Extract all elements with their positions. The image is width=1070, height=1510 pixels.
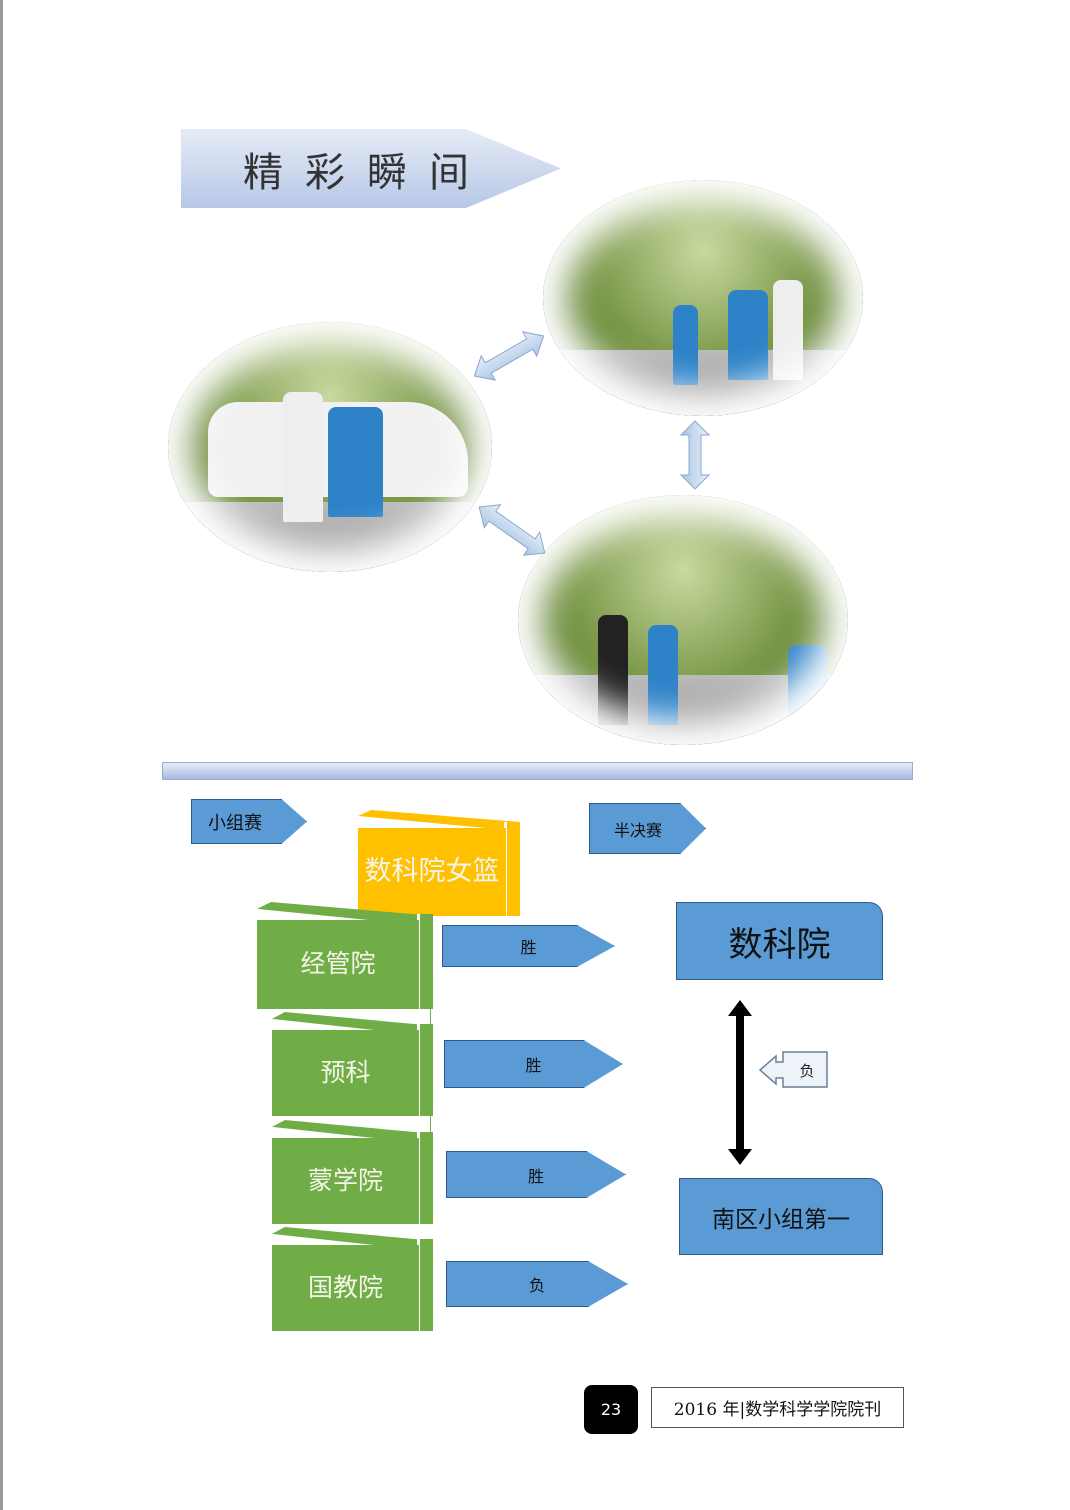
result-arrow: 胜 xyxy=(444,1040,623,1088)
basketball-photo-1 xyxy=(168,322,492,572)
team-box-opponent: 国教院 xyxy=(272,1227,433,1331)
double-arrow-icon xyxy=(679,420,711,490)
result-arrow: 胜 xyxy=(446,1151,626,1198)
double-arrow-icon xyxy=(473,331,545,381)
semifinal-result: 负 xyxy=(799,1062,815,1080)
result-callout xyxy=(758,1051,828,1088)
page-edge xyxy=(0,0,3,1510)
vertical-double-arrow-icon xyxy=(728,1000,752,1165)
team-box-math-women: 数科院女篮 xyxy=(358,810,520,916)
result-arrow: 负 xyxy=(446,1261,628,1307)
page-number: 23 xyxy=(584,1385,638,1434)
team-box-opponent: 预科 xyxy=(272,1012,433,1116)
basketball-photo-2 xyxy=(543,180,863,416)
section-title-banner: 精彩瞬间 xyxy=(181,129,561,208)
team-box-opponent: 蒙学院 xyxy=(272,1120,433,1224)
double-arrow-icon xyxy=(478,504,546,556)
section-title: 精彩瞬间 xyxy=(243,149,491,196)
semifinal-team-bottom: 南区小组第一 xyxy=(679,1178,883,1255)
basketball-photo-3 xyxy=(518,495,848,745)
connector-line xyxy=(430,915,431,1215)
team-box-opponent: 经管院 xyxy=(257,902,433,1009)
photo-connector-arrows xyxy=(473,331,711,556)
semifinal-label: 半决赛 xyxy=(589,803,706,854)
section-divider xyxy=(162,762,913,780)
group-stage-label: 小组赛 xyxy=(191,799,307,844)
result-arrow: 胜 xyxy=(442,925,615,967)
publication-footer: 2016 年|数学科学学院院刊 xyxy=(651,1387,904,1428)
semifinal-team-top: 数科院 xyxy=(676,902,883,980)
